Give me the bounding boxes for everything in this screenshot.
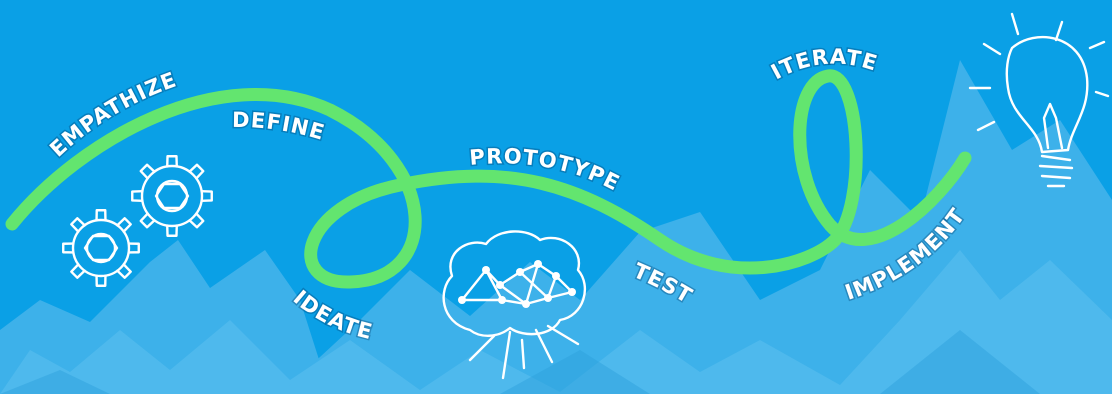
- gear-tooth: [166, 155, 178, 168]
- gear-tooth: [188, 212, 205, 229]
- mountains-background: [0, 60, 1112, 394]
- gear-tooth: [188, 163, 205, 180]
- gear-tooth: [95, 209, 107, 222]
- gear-tooth: [116, 263, 132, 279]
- process-path: [5, 69, 972, 289]
- gear-tooth: [139, 163, 156, 180]
- brain-nodes: [458, 260, 576, 308]
- gear-tooth: [95, 274, 107, 287]
- label-define: DEFINE: [232, 108, 328, 145]
- gears-icon: [62, 155, 213, 287]
- gear-tooth: [62, 242, 75, 254]
- gear-tooth: [127, 242, 140, 254]
- gear-tooth: [166, 224, 178, 237]
- gear-tooth: [70, 217, 86, 233]
- gear-tooth: [131, 190, 144, 202]
- gear-tooth: [116, 217, 132, 233]
- gear-tooth: [70, 263, 86, 279]
- gear-tooth: [200, 190, 213, 202]
- lightbulb-icon: [968, 12, 1110, 188]
- gear-tooth: [139, 212, 156, 229]
